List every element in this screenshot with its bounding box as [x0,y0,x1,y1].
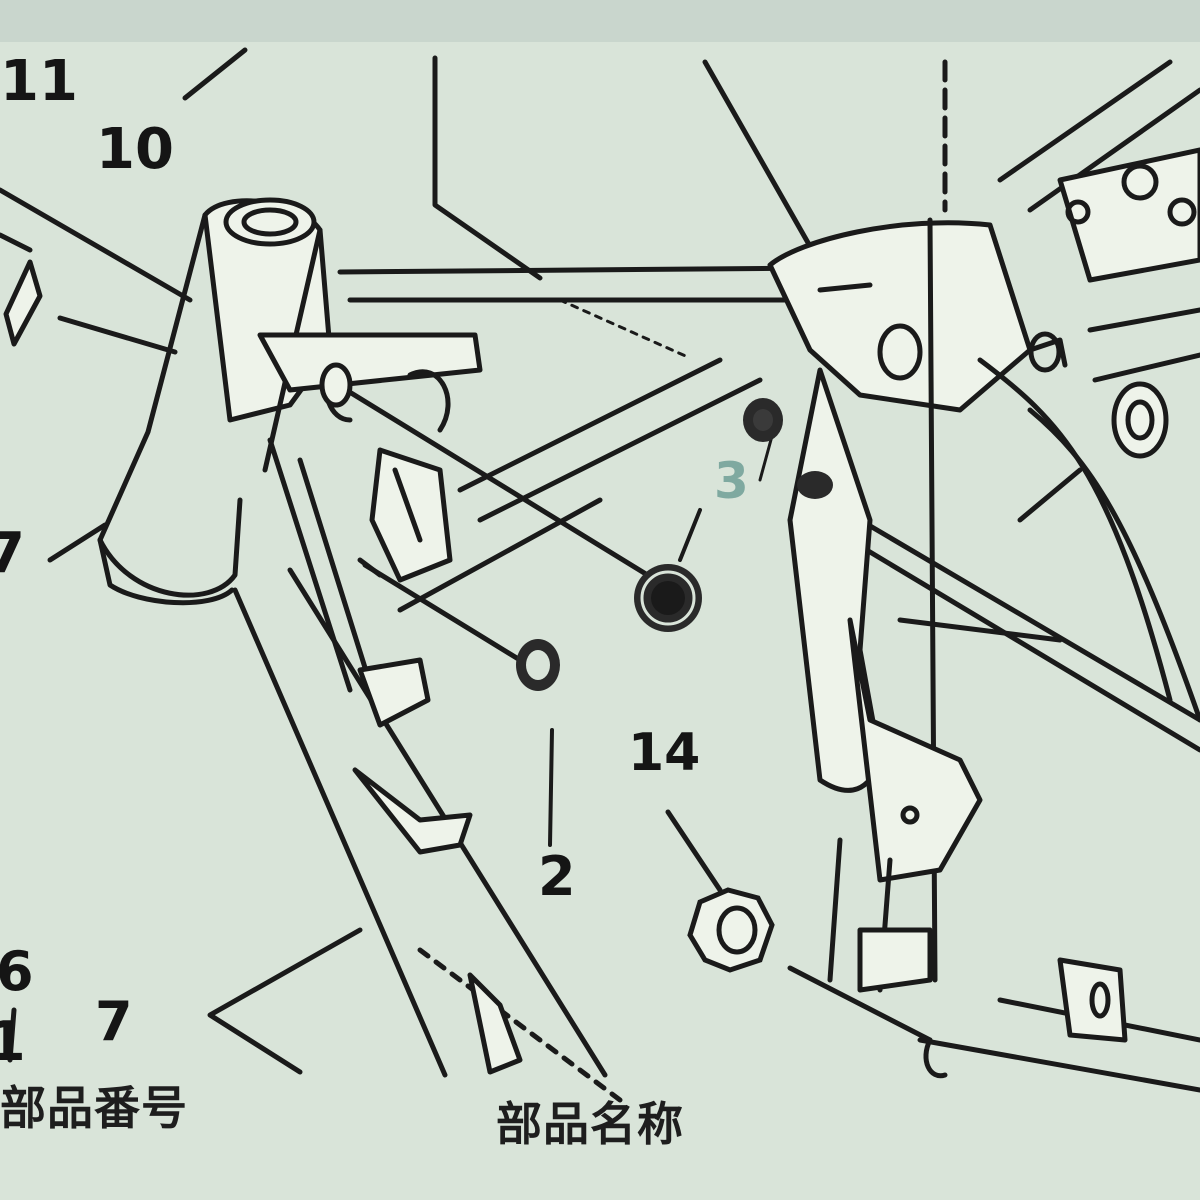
part-number-header: 部品番号 [0,1081,188,1135]
callout-2: 2 [538,845,576,908]
frame-linework [0,47,1200,1103]
callout-14: 14 [628,723,700,783]
callout-7-left: 7 [0,521,25,586]
part-name-header: 部品名称 [496,1097,684,1151]
callout-7-bottom: 7 [95,990,133,1053]
nut-14 [687,887,775,973]
collar-3 [634,564,702,632]
callout-3: 3 [714,452,749,510]
callout-11: 11 [0,49,78,114]
callout-10: 10 [96,117,174,182]
callout-1: 1 [0,1010,26,1073]
collar-2 [516,639,560,691]
spacer-right [797,471,833,499]
screen-top-strip [0,0,1200,42]
spacer-upper [743,398,783,442]
callout-6: 6 [0,940,34,1003]
